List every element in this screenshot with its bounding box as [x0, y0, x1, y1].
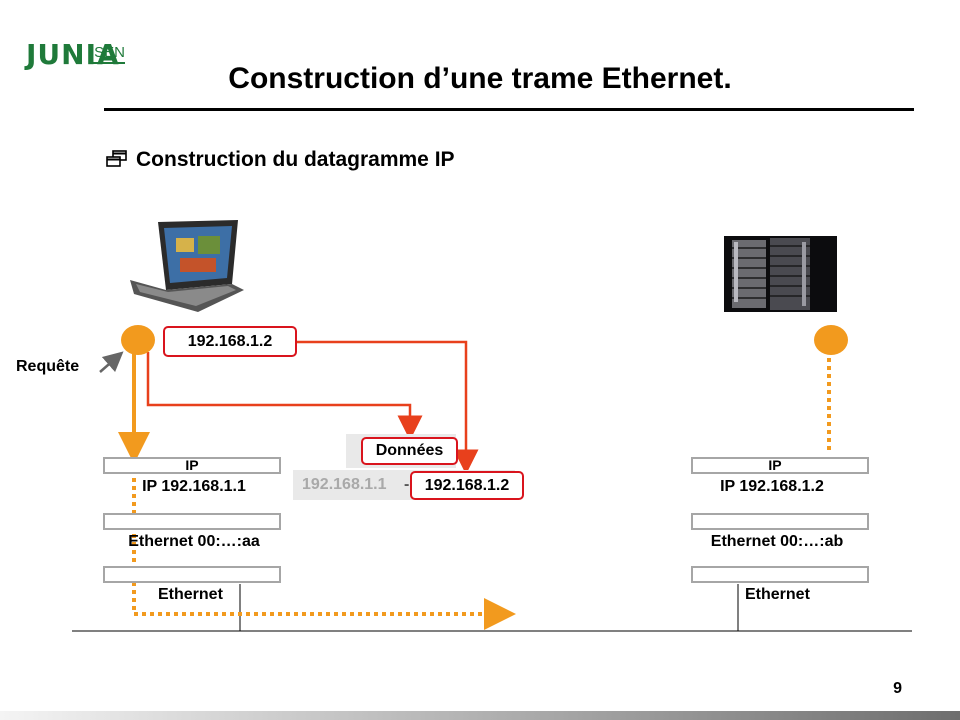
left-ethernet-label: Ethernet — [158, 586, 223, 603]
left-ip-layer-box — [103, 457, 281, 474]
data-field-box: Données — [361, 437, 458, 465]
dest-ip-box-top: 192.168.1.2 — [163, 326, 297, 357]
left-ip-address: IP 192.168.1.1 — [142, 478, 246, 495]
isen-logo: ISEN — [90, 45, 126, 64]
laptop-icon — [130, 220, 244, 312]
section-subtitle: Construction du datagramme IP — [136, 148, 455, 171]
data-arrow — [146, 352, 423, 441]
footer-gradient-bar — [0, 711, 960, 720]
dest-ip-field: 192.168.1.2 — [410, 471, 524, 500]
left-ip-layer-label: IP — [185, 457, 199, 473]
right-phy-layer-box — [691, 566, 869, 583]
title-divider — [104, 108, 914, 111]
src-ip-field: 192.168.1.1 — [302, 476, 387, 493]
left-eth-layer-box — [103, 513, 281, 530]
request-pointer-arrow — [99, 351, 124, 373]
right-app-node — [814, 325, 848, 355]
page-number: 9 — [893, 680, 902, 697]
left-phy-layer-box — [103, 566, 281, 583]
right-eth-layer-box — [691, 513, 869, 530]
left-app-node — [121, 325, 155, 355]
junia-logo: JUNIA — [26, 38, 120, 71]
page-title: Construction d’une trame Ethernet. — [228, 62, 732, 95]
src-dest-separator: - — [404, 476, 410, 493]
server-rack-icon — [724, 236, 837, 312]
request-label: Requête — [16, 358, 80, 375]
dest-ip-arrow — [297, 340, 479, 475]
left-eth-address: Ethernet 00:…:aa — [128, 533, 260, 550]
right-ethernet-label: Ethernet — [745, 586, 810, 603]
right-eth-address: Ethernet 00:…:ab — [710, 533, 844, 550]
right-ip-layer-label: IP — [768, 457, 782, 473]
right-ip-layer-box — [691, 457, 869, 474]
right-ip-address: IP 192.168.1.2 — [720, 478, 824, 495]
window-bullet-icon — [106, 150, 127, 167]
